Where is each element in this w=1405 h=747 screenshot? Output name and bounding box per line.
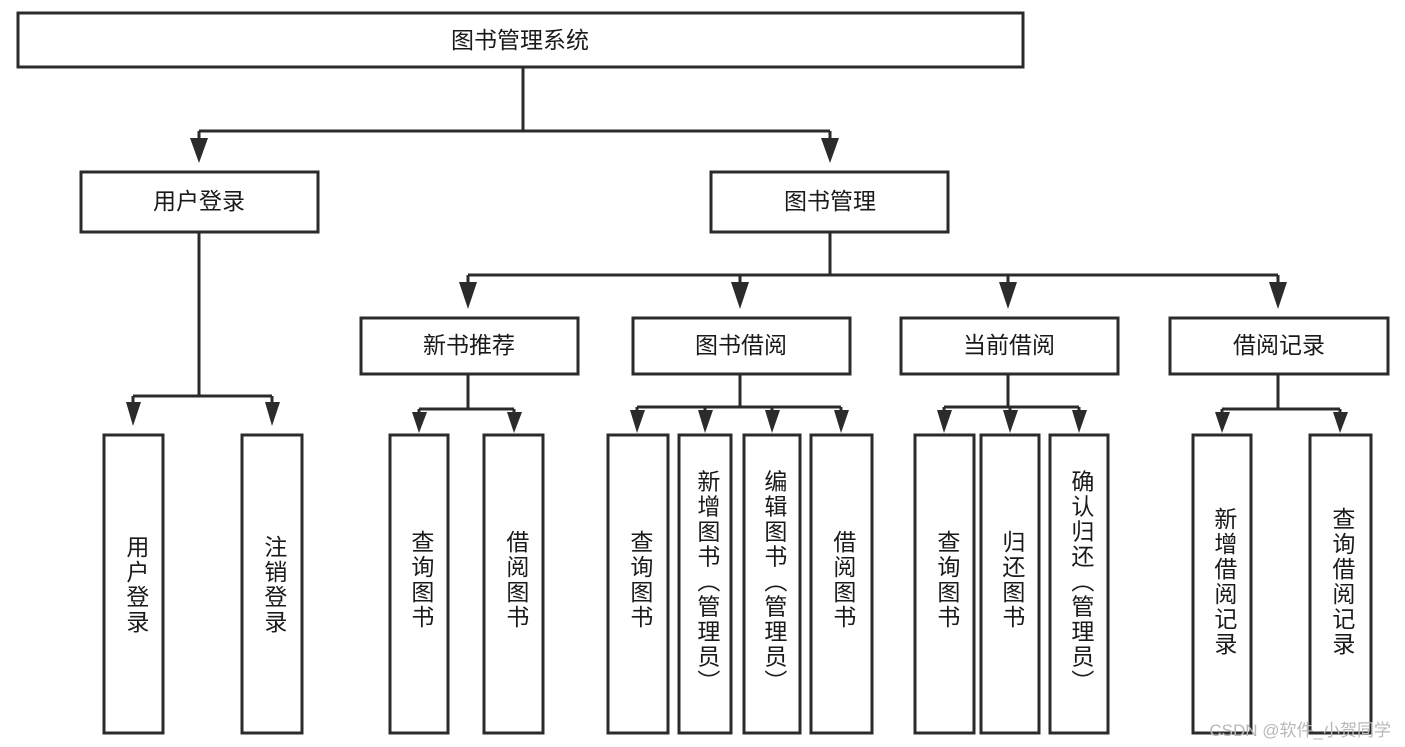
node-leaf-query-book-1-box[interactable] bbox=[388, 433, 450, 735]
connector-group-user-login bbox=[126, 232, 280, 426]
node-leaf-add-record-box[interactable] bbox=[1191, 433, 1253, 735]
node-leaf-borrow-book-2[interactable]: 借阅图书 bbox=[809, 433, 874, 735]
node-leaf-confirm-return-label: 确认归还（管理员） bbox=[1068, 470, 1095, 695]
node-leaf-add-book[interactable]: 新增图书（管理员） bbox=[677, 433, 733, 735]
node-leaf-borrow-book-1[interactable]: 借阅图书 bbox=[482, 433, 545, 735]
node-leaf-add-book-box[interactable] bbox=[677, 433, 733, 735]
node-leaf-borrow-book-1-box[interactable] bbox=[482, 433, 545, 735]
connector-group-borrow-record bbox=[1215, 374, 1348, 433]
arrow-head-book-borrow bbox=[731, 282, 749, 309]
node-leaf-user-login[interactable]: 用户登录 bbox=[102, 433, 165, 735]
arrow-head-leaf-query-book-3 bbox=[937, 410, 952, 433]
node-leaf-confirm-return[interactable]: 确认归还（管理员） bbox=[1048, 433, 1110, 735]
node-leaf-add-book-label: 新增图书（管理员） bbox=[694, 470, 721, 695]
node-new-book-recommend-label: 新书推荐 bbox=[423, 332, 515, 358]
node-leaf-edit-book[interactable]: 编辑图书（管理员） bbox=[742, 433, 802, 735]
arrow-head-leaf-edit-book bbox=[765, 410, 780, 433]
csdn-watermark: CSDN @软件_小贺同学 bbox=[1209, 721, 1391, 740]
node-leaf-query-book-3-label: 查询图书 bbox=[934, 530, 961, 630]
arrow-head-user-login bbox=[190, 138, 208, 163]
node-root-label: 图书管理系统 bbox=[451, 27, 589, 53]
node-book-borrow[interactable]: 图书借阅 bbox=[631, 316, 852, 376]
arrow-head-borrow-record bbox=[1269, 282, 1287, 309]
node-leaf-query-book-2-label: 查询图书 bbox=[627, 530, 654, 630]
node-leaf-logout[interactable]: 注销登录 bbox=[240, 433, 304, 735]
arrow-head-current-borrow bbox=[999, 282, 1017, 309]
node-leaf-query-book-1[interactable]: 查询图书 bbox=[388, 433, 450, 735]
node-leaf-query-book-2[interactable]: 查询图书 bbox=[606, 433, 670, 735]
arrow-head-leaf-user-login bbox=[126, 402, 141, 426]
node-current-borrow-box[interactable] bbox=[899, 316, 1120, 376]
node-leaf-query-book-2-box[interactable] bbox=[606, 433, 670, 735]
node-book-borrow-box[interactable] bbox=[631, 316, 852, 376]
node-leaf-query-book-3-box[interactable] bbox=[913, 433, 976, 735]
arrow-head-leaf-logout bbox=[265, 402, 280, 426]
arrow-head-leaf-query-book-1 bbox=[412, 412, 427, 433]
node-user-login-label: 用户登录 bbox=[153, 188, 245, 214]
node-leaf-query-book-1-label: 查询图书 bbox=[408, 530, 435, 630]
node-user-login[interactable]: 用户登录 bbox=[79, 170, 320, 234]
arrow-head-leaf-confirm-return bbox=[1072, 410, 1087, 433]
node-leaf-user-login-box[interactable] bbox=[102, 433, 165, 735]
node-book-borrow-label: 图书借阅 bbox=[695, 332, 787, 358]
node-book-management-label: 图书管理 bbox=[784, 188, 876, 214]
node-book-management-box[interactable] bbox=[709, 170, 950, 234]
node-current-borrow-label: 当前借阅 bbox=[963, 332, 1055, 358]
node-leaf-return-book-box[interactable] bbox=[979, 433, 1041, 735]
node-leaf-borrow-book-2-box[interactable] bbox=[809, 433, 874, 735]
node-leaf-query-record-box[interactable] bbox=[1308, 433, 1373, 735]
node-borrow-record[interactable]: 借阅记录 bbox=[1168, 316, 1390, 376]
node-book-management[interactable]: 图书管理 bbox=[709, 170, 950, 234]
node-leaf-user-login-label: 用户登录 bbox=[123, 535, 150, 635]
arrow-head-leaf-return-book bbox=[1003, 410, 1018, 433]
node-leaf-logout-box[interactable] bbox=[240, 433, 304, 735]
node-leaf-confirm-return-box[interactable] bbox=[1048, 433, 1110, 735]
arrow-head-leaf-borrow-book-2 bbox=[834, 410, 849, 433]
node-current-borrow[interactable]: 当前借阅 bbox=[899, 316, 1120, 376]
arrow-head-leaf-query-record bbox=[1333, 412, 1348, 433]
node-leaf-add-record-label: 新增借阅记录 bbox=[1211, 507, 1238, 657]
node-borrow-record-box[interactable] bbox=[1168, 316, 1390, 376]
connector-group-new-book-recommend bbox=[412, 374, 522, 433]
node-leaf-edit-book-box[interactable] bbox=[742, 433, 802, 735]
connector-group-current-borrow bbox=[937, 374, 1087, 433]
arrow-head-book-management bbox=[821, 138, 839, 163]
node-leaf-edit-book-label: 编辑图书（管理员） bbox=[761, 470, 788, 695]
node-leaf-add-record[interactable]: 新增借阅记录 bbox=[1191, 433, 1253, 735]
arrow-head-new-book-recommend bbox=[459, 282, 477, 309]
connector-group-book-borrow bbox=[630, 374, 849, 433]
connector-group-root bbox=[190, 67, 839, 163]
node-leaf-borrow-book-1-label: 借阅图书 bbox=[503, 530, 530, 630]
node-leaf-borrow-book-2-label: 借阅图书 bbox=[830, 530, 857, 630]
node-root-box[interactable] bbox=[16, 11, 1025, 69]
connector-group-book-management bbox=[459, 232, 1287, 309]
node-borrow-record-label: 借阅记录 bbox=[1233, 332, 1325, 358]
node-leaf-query-record[interactable]: 查询借阅记录 bbox=[1308, 433, 1373, 735]
arrow-head-leaf-add-record bbox=[1215, 412, 1230, 433]
node-leaf-logout-label: 注销登录 bbox=[261, 535, 288, 635]
node-root[interactable]: 图书管理系统 bbox=[16, 11, 1025, 69]
node-new-book-recommend-box[interactable] bbox=[359, 316, 580, 376]
node-leaf-return-book-label: 归还图书 bbox=[999, 530, 1026, 630]
node-leaf-query-record-label: 查询借阅记录 bbox=[1329, 507, 1356, 657]
arrow-head-leaf-add-book bbox=[698, 410, 713, 433]
node-user-login-box[interactable] bbox=[79, 170, 320, 234]
arrow-head-leaf-borrow-book-1 bbox=[507, 412, 522, 433]
node-new-book-recommend[interactable]: 新书推荐 bbox=[359, 316, 580, 376]
node-leaf-return-book[interactable]: 归还图书 bbox=[979, 433, 1041, 735]
arrow-head-leaf-query-book-2 bbox=[630, 410, 645, 433]
node-leaf-query-book-3[interactable]: 查询图书 bbox=[913, 433, 976, 735]
